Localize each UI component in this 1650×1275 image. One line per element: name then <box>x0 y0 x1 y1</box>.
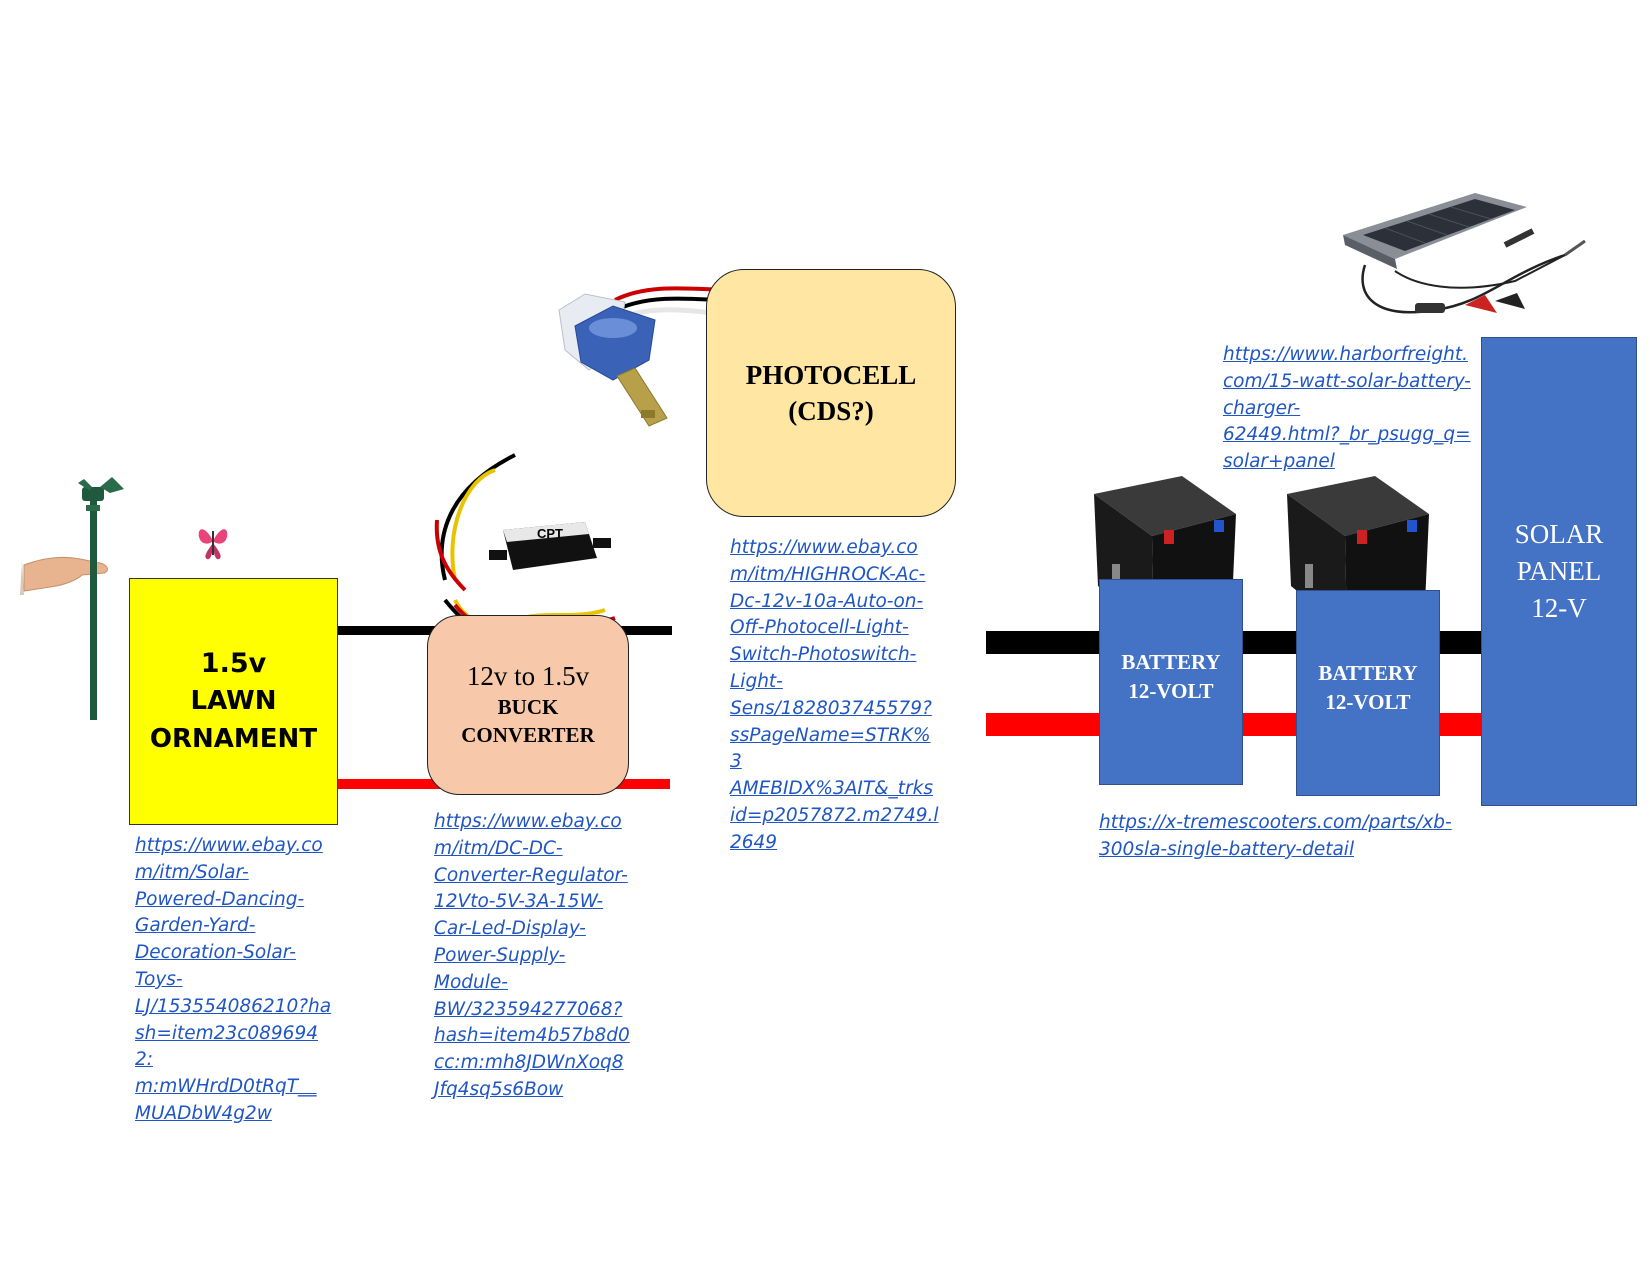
buck-converter-box: 12v to 1.5v BUCK CONVERTER <box>427 615 629 795</box>
photocell-sensor-image <box>558 286 779 427</box>
solar-panel-voltage: 12-V <box>1531 593 1587 624</box>
battery-1-box: BATTERY 12-VOLT <box>1099 579 1243 785</box>
battery-2-voltage: 12-VOLT <box>1325 690 1411 715</box>
battery-1-label: BATTERY <box>1121 650 1221 674</box>
buck-module-label: CPT <box>537 526 563 541</box>
lawn-ornament-box: 1.5v LAWN ORNAMENT <box>129 578 338 825</box>
lawn-ornament-link[interactable]: https://www.ebay.co m/itm/Solar- Powered… <box>135 835 332 1124</box>
buck-converter-module-image: CPT <box>434 453 621 648</box>
buck-converter-link[interactable]: https://www.ebay.co m/itm/DC-DC- Convert… <box>434 811 630 1100</box>
solar-charger-image <box>1343 193 1586 314</box>
solar-panel-label: SOLAR <box>1514 518 1604 549</box>
photocell-title: PHOTOCELL <box>745 359 917 390</box>
photocell-link[interactable]: https://www.ebay.co m/itm/HIGHROCK-Ac- D… <box>730 537 939 853</box>
photocell-box: PHOTOCELL (CDS?) <box>706 269 956 517</box>
buck-converter-label: BUCK <box>497 694 559 719</box>
lawn-ornament-label: LAWN <box>190 686 277 717</box>
solar-panel-link[interactable]: https://www.harborfreight. com/15-watt-s… <box>1223 344 1471 473</box>
battery-2-box: BATTERY 12-VOLT <box>1296 590 1440 796</box>
battery-link[interactable]: https://x-tremescooters.com/parts/xb- 30… <box>1099 812 1452 860</box>
buck-converter-title: 12v to 1.5v <box>466 661 590 692</box>
lawn-ornament-stake-image <box>20 477 124 720</box>
butterfly-icon <box>198 529 228 560</box>
lawn-ornament-label-2: ORNAMENT <box>149 724 318 755</box>
battery-1-voltage: 12-VOLT <box>1128 679 1214 704</box>
buck-converter-label-2: CONVERTER <box>461 723 595 748</box>
battery-2-label: BATTERY <box>1318 661 1418 685</box>
photocell-subtitle: (CDS?) <box>788 396 874 426</box>
lawn-ornament-voltage: 1.5v <box>200 648 267 680</box>
solar-panel-box: SOLAR PANEL 12-V <box>1481 337 1637 806</box>
solar-panel-label-2: PANEL <box>1516 555 1602 586</box>
